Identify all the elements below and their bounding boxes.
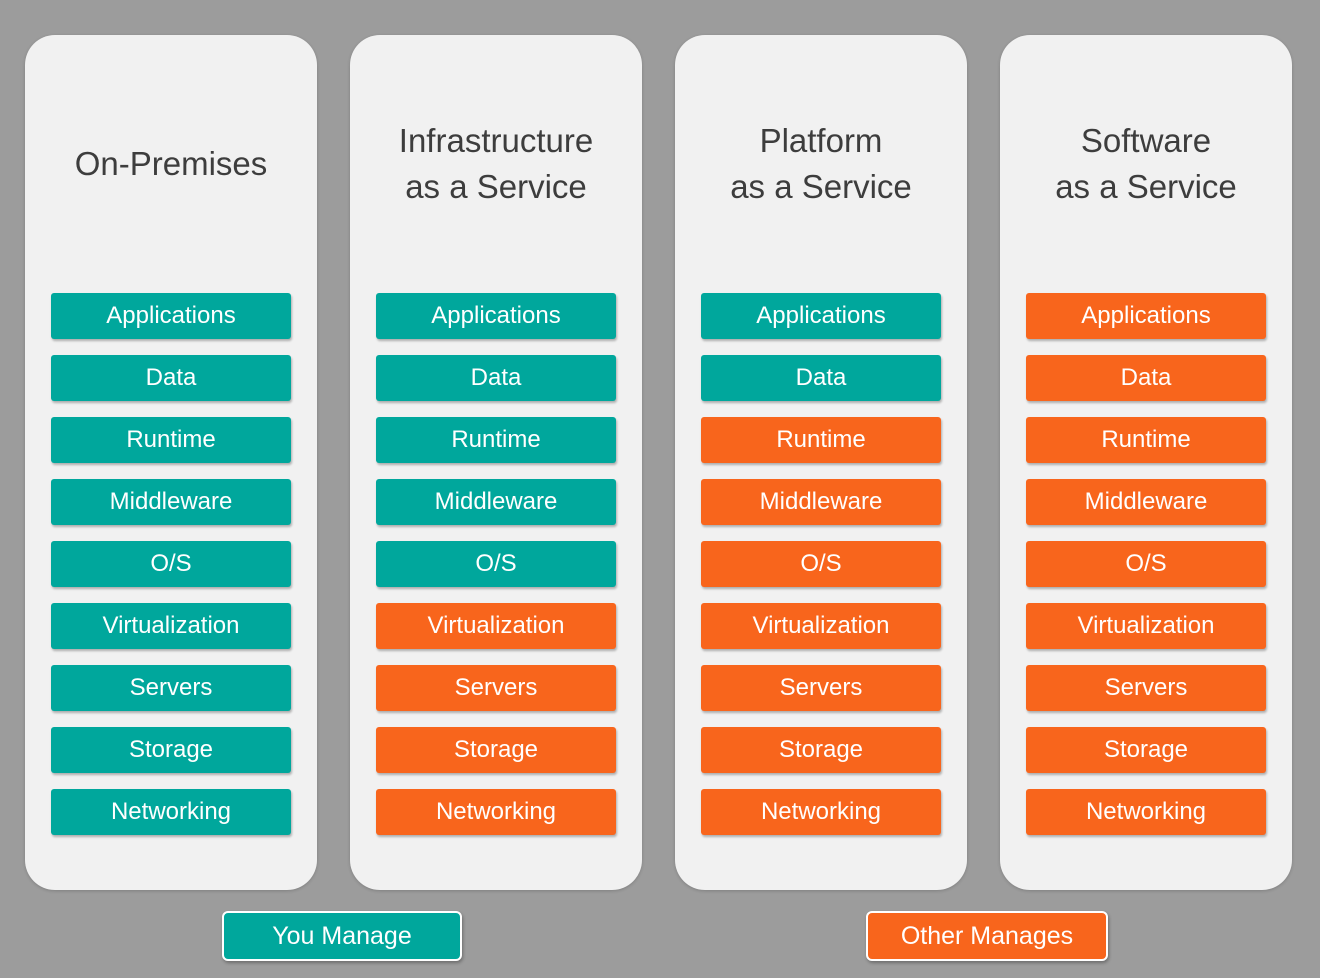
layer-servers: Servers bbox=[376, 665, 616, 711]
column-title-line: as a Service bbox=[730, 168, 912, 205]
column-title-line: Platform bbox=[759, 121, 883, 159]
layer-data: Data bbox=[51, 355, 291, 401]
layer-middleware: Middleware bbox=[51, 479, 291, 525]
layer-networking: Networking bbox=[1026, 789, 1266, 835]
layer-o-s: O/S bbox=[701, 541, 941, 587]
layer-data: Data bbox=[376, 355, 616, 401]
column-title: Platform as a Service bbox=[675, 35, 967, 293]
layer-data: Data bbox=[1026, 355, 1266, 401]
layer-storage: Storage bbox=[376, 727, 616, 773]
layer-storage: Storage bbox=[51, 727, 291, 773]
layer-virtualization: Virtualization bbox=[701, 603, 941, 649]
layer-virtualization: Virtualization bbox=[51, 603, 291, 649]
column-title-line: On-Premises bbox=[74, 144, 268, 182]
layer-virtualization: Virtualization bbox=[376, 603, 616, 649]
column-title-line: Infrastructure bbox=[398, 121, 594, 159]
column-title-line: as a Service bbox=[405, 168, 587, 205]
layer-storage: Storage bbox=[701, 727, 941, 773]
layer-middleware: Middleware bbox=[1026, 479, 1266, 525]
layer-runtime: Runtime bbox=[51, 417, 291, 463]
layer-networking: Networking bbox=[51, 789, 291, 835]
column-title: Infrastructure as a Service bbox=[350, 35, 642, 293]
column-iaas: Infrastructure as a Service Applications… bbox=[350, 35, 642, 890]
layer-virtualization: Virtualization bbox=[1026, 603, 1266, 649]
layer-applications: Applications bbox=[1026, 293, 1266, 339]
column-title: Software as a Service bbox=[1000, 35, 1292, 293]
column-title-line: as a Service bbox=[1055, 168, 1237, 205]
layer-servers: Servers bbox=[1026, 665, 1266, 711]
layer-runtime: Runtime bbox=[1026, 417, 1266, 463]
legend-other-manages: Other Manages bbox=[866, 911, 1108, 961]
layer-applications: Applications bbox=[51, 293, 291, 339]
layer-servers: Servers bbox=[701, 665, 941, 711]
layer-o-s: O/S bbox=[376, 541, 616, 587]
layer-networking: Networking bbox=[376, 789, 616, 835]
layer-servers: Servers bbox=[51, 665, 291, 711]
layer-data: Data bbox=[701, 355, 941, 401]
layer-middleware: Middleware bbox=[701, 479, 941, 525]
layer-o-s: O/S bbox=[1026, 541, 1266, 587]
column-title: On-Premises bbox=[25, 35, 317, 293]
layer-storage: Storage bbox=[1026, 727, 1266, 773]
layer-applications: Applications bbox=[376, 293, 616, 339]
layer-networking: Networking bbox=[701, 789, 941, 835]
legend-you-manage: You Manage bbox=[222, 911, 462, 961]
column-title-line: Software bbox=[1080, 121, 1212, 159]
layer-runtime: Runtime bbox=[376, 417, 616, 463]
layer-middleware: Middleware bbox=[376, 479, 616, 525]
layer-applications: Applications bbox=[701, 293, 941, 339]
layer-runtime: Runtime bbox=[701, 417, 941, 463]
layer-o-s: O/S bbox=[51, 541, 291, 587]
